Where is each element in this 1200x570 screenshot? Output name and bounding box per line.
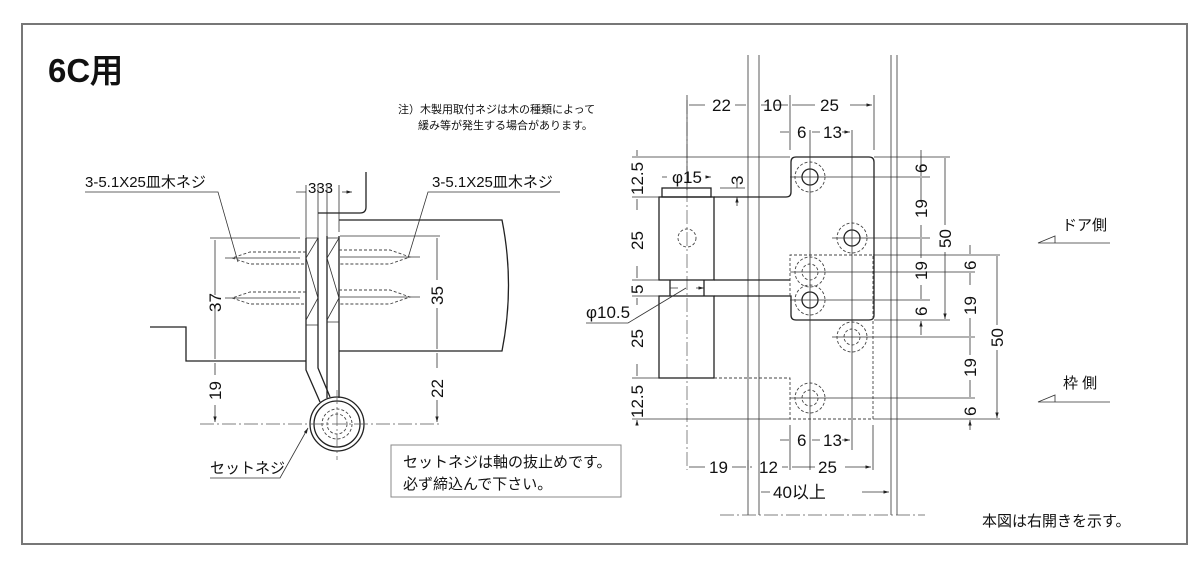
dim-door-19b: 19	[912, 261, 931, 280]
set-screw-note-line-1: セットネジは軸の抜止めです。	[403, 454, 612, 471]
dim-left-25-bottom: 25	[628, 329, 647, 348]
drawing-frame	[21, 23, 1188, 545]
note-line-2: 緩み等が発生する場合があります。	[418, 118, 593, 132]
dim-frame-6b: 6	[961, 407, 980, 416]
dim-22: 22	[428, 379, 447, 398]
door-side-label: ドア側	[1062, 217, 1107, 234]
dim-phi10-5: φ10.5	[586, 303, 630, 322]
frame-leaf-holes	[794, 256, 868, 414]
note-line-1: 注）木製用取付ネジは木の種類によって	[398, 102, 595, 116]
dim-35: 35	[428, 286, 447, 305]
dim-left-12-5-top: 12.5	[628, 162, 647, 195]
dim-door-50: 50	[936, 229, 955, 248]
dim-bottom-40: 40以上	[773, 483, 826, 502]
dim-bottom-6: 6	[797, 431, 806, 450]
dim-bottom-19: 19	[709, 458, 728, 477]
dim-37: 37	[206, 293, 225, 312]
set-screw-note-line-2: 必ず締込んで下さい。	[403, 476, 552, 493]
side-view: 3-5.1X25皿木ネジ 3-5.1X25皿木ネジ 333 37 19	[85, 172, 622, 498]
dim-left-12-5-bottom: 12.5	[628, 385, 647, 418]
dim-door-6a: 6	[912, 164, 931, 173]
dim-top-6: 6	[797, 123, 806, 142]
footer-note: 本図は右開きを示す。	[982, 513, 1131, 530]
plate-thickness-dim: 333	[308, 180, 333, 197]
dim-frame-19b: 19	[961, 358, 980, 377]
dim-bottom-25: 25	[818, 458, 837, 477]
dim-top-13: 13	[823, 123, 842, 142]
frame-side-label: 枠 側	[1063, 375, 1097, 392]
front-view: 22 10 25 6 13 φ15 3 12.5 25 5 25 12.5 φ1…	[586, 55, 1131, 530]
dim-door-19a: 19	[912, 199, 931, 218]
dim-19: 19	[206, 381, 225, 400]
dim-bottom-12: 12	[759, 458, 778, 477]
drawing-title: 6C用	[48, 52, 123, 89]
dim-frame-19a: 19	[961, 296, 980, 315]
dim-top-22: 22	[712, 96, 731, 115]
dim-left-25-top: 25	[628, 231, 647, 250]
dim-left-5: 5	[628, 285, 647, 294]
screw-label-left: 3-5.1X25皿木ネジ	[85, 174, 206, 191]
door-leaf-holes	[794, 161, 868, 316]
dim-bottom-13: 13	[823, 431, 842, 450]
frame-side-marker	[1037, 394, 1110, 403]
dim-top-25: 25	[820, 96, 839, 115]
set-screw-label: セットネジ	[210, 460, 285, 477]
dim-top-10: 10	[763, 96, 782, 115]
set-screw-note-box	[390, 444, 622, 498]
door-side-marker	[1037, 235, 1110, 244]
dim-gap-3: 3	[728, 176, 747, 185]
screw-label-right: 3-5.1X25皿木ネジ	[432, 174, 553, 191]
dim-frame-50: 50	[988, 328, 1007, 347]
dim-door-6b: 6	[912, 307, 931, 316]
dim-frame-6a: 6	[961, 261, 980, 270]
dim-phi15: φ15	[672, 168, 702, 187]
